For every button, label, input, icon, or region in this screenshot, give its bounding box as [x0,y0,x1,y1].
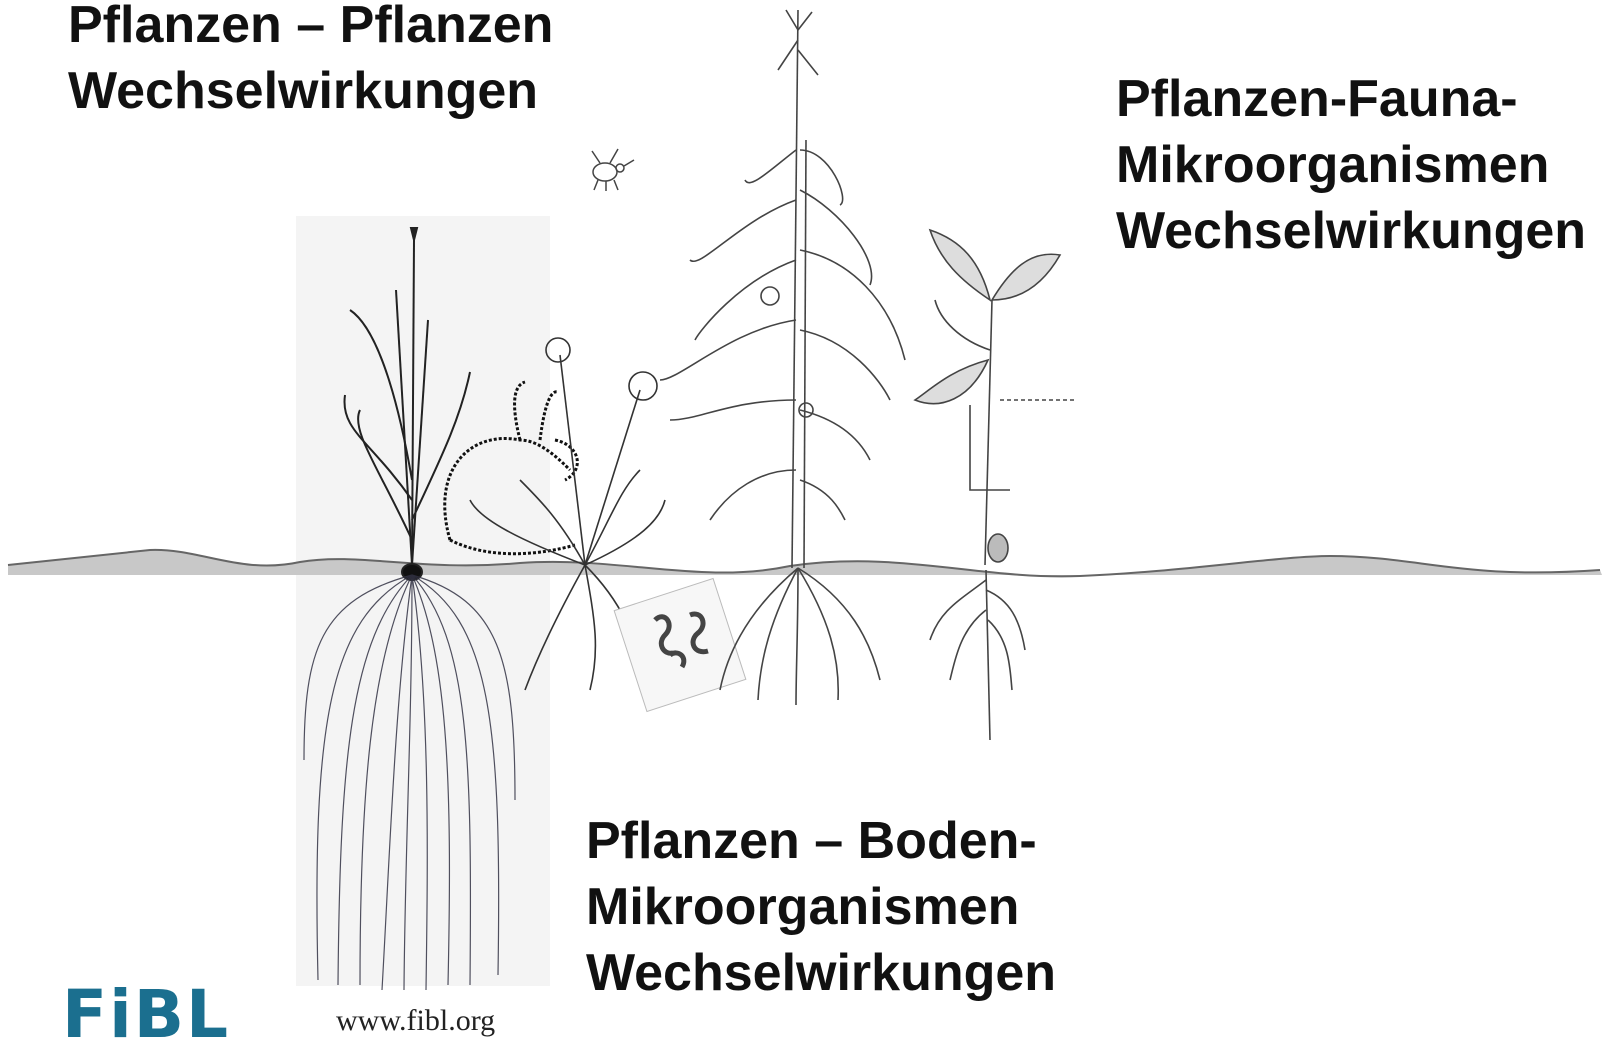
bean-seedling-icon [915,230,1075,740]
website-url[interactable]: www.fibl.org [336,1004,495,1038]
heading-plant-plant-interactions: Pflanzen – Pflanzen Wechselwirkungen [68,0,553,124]
heading-plant-soil-microorganism-interactions: Pflanzen – Boden- Mikroorganismen Wechse… [586,808,1056,1006]
fibl-logo: FiBL [62,976,230,1053]
heading-plant-fauna-microorganism-interactions: Pflanzen-Fauna- Mikroorganismen Wechselw… [1116,66,1586,264]
grass-root-panel [296,216,550,986]
bee-icon [592,149,634,191]
soil-microorganisms-icon [614,579,746,712]
